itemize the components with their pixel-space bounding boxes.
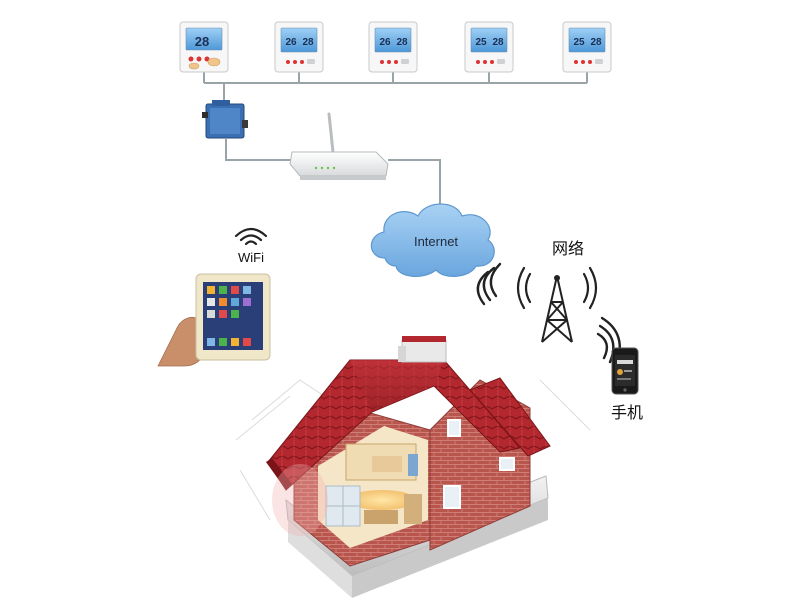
- tablet-icon: [157, 273, 271, 367]
- cell-tower-icon: [516, 266, 598, 343]
- router-cloud-cable: [388, 159, 441, 205]
- thermostat-screen: [185, 27, 223, 51]
- house-cutaway-illustration: [235, 336, 591, 598]
- thermostat-button: [300, 60, 304, 64]
- thermostat-screen: [280, 27, 318, 53]
- thermostat-3: 26 28: [368, 21, 418, 73]
- signal-left-icon: [476, 262, 502, 306]
- network-label: 网络: [552, 239, 584, 258]
- thermostat-screen: [568, 27, 606, 53]
- thermostat-key: [497, 59, 505, 64]
- thermostat-key: [595, 59, 603, 64]
- thermostat-button: [380, 60, 384, 64]
- router-icon: [289, 112, 389, 180]
- thermostat-dial: [207, 57, 221, 67]
- thermostat-dial: [188, 62, 200, 70]
- house-interior: [318, 426, 428, 548]
- thermostat-button: [394, 60, 398, 64]
- house-window: [499, 457, 515, 471]
- converter-router-cable: [225, 138, 296, 161]
- thermostat-bus: [203, 72, 588, 104]
- house-window: [443, 485, 461, 509]
- smartphone-icon: [611, 347, 639, 395]
- thermostat-key: [401, 59, 409, 64]
- thermostat-1: 28: [179, 21, 229, 73]
- house-window: [447, 419, 461, 437]
- thermostat-set-temp: 26: [379, 37, 391, 48]
- house-chimney: [398, 336, 447, 363]
- thermostat-room-temp: 28: [492, 37, 504, 48]
- thermostat-button: [574, 60, 578, 64]
- mobile-phone-label: 手机: [611, 404, 643, 422]
- thermostat-room-temp: 28: [590, 37, 602, 48]
- wifi-label: WiFi: [238, 250, 264, 265]
- thermostat-button: [293, 60, 297, 64]
- thermostat-set-temp: 28: [195, 34, 209, 49]
- thermostat-button: [483, 60, 487, 64]
- thermostat-button: [286, 60, 290, 64]
- thermostat-4: 25 28: [464, 21, 514, 73]
- thermostat-screen: [470, 27, 508, 53]
- thermostat-set-temp: 26: [285, 37, 297, 48]
- thermostat-room-temp: 28: [302, 37, 314, 48]
- thermostat-button: [188, 56, 194, 62]
- thermostat-set-temp: 25: [573, 37, 585, 48]
- thermostat-set-temp: 25: [475, 37, 487, 48]
- thermostat-button: [490, 60, 494, 64]
- protocol-converter-icon: [202, 100, 248, 139]
- thermostat-button: [387, 60, 391, 64]
- thermostat-room-temp: 28: [396, 37, 408, 48]
- thermostat-screen: [374, 27, 412, 53]
- internet-label: Internet: [414, 234, 458, 249]
- thermostat-button: [588, 60, 592, 64]
- thermostat-button: [196, 56, 202, 62]
- thermostat-5: 25 28: [562, 21, 612, 73]
- house-side-roof: [469, 377, 551, 457]
- thermostat-button: [581, 60, 585, 64]
- tablet-app-icons: [207, 286, 251, 346]
- wifi-icon: [234, 227, 268, 246]
- thermostat-key: [307, 59, 315, 64]
- thermostat-2: 26 28: [274, 21, 324, 73]
- internet-cloud-icon: [370, 203, 495, 277]
- thermostat-button: [476, 60, 480, 64]
